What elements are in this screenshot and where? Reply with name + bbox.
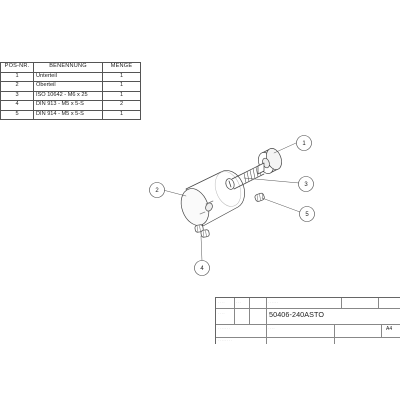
balloon-4: 4 — [194, 260, 210, 276]
tb-placeholder: · · · · — [218, 300, 225, 304]
drawing-number: 50406-240ASTO — [269, 310, 325, 319]
part-unterteil — [257, 148, 282, 175]
balloon-label: 5 — [305, 212, 309, 218]
tb-placeholder: · · · — [236, 300, 241, 304]
tb-placeholder: · · · · — [268, 326, 275, 330]
sheet-format: A4 — [386, 326, 393, 332]
parts-list-header: POS-NR. BENENNUNG MENGE — [0, 62, 141, 73]
row-qty: 1 — [102, 109, 141, 120]
parts-list-table: POS-NR. BENENNUNG MENGE 1 Unterteil 1 2 … — [0, 62, 141, 120]
leader-lines — [162, 142, 301, 262]
balloon-2: 2 — [149, 182, 165, 198]
balloon-label: 4 — [200, 266, 204, 272]
balloon-1: 1 — [296, 135, 312, 151]
tb-placeholder: · · · · — [218, 311, 225, 315]
tb-placeholder: · · · · · · — [268, 300, 279, 304]
balloon-label: 2 — [155, 188, 159, 194]
balloon-label: 1 — [302, 141, 306, 147]
part-grub-screw-din914 — [254, 192, 265, 202]
balloon-3: 3 — [298, 176, 314, 192]
tb-placeholder: · · · · · · · · — [218, 338, 232, 342]
part-grub-screws-din913 — [194, 224, 210, 238]
balloon-5: 5 — [299, 206, 315, 222]
table-row: 5 DIN 914 - M5 x 5-S 1 — [0, 109, 141, 120]
balloon-label: 3 — [304, 182, 308, 188]
tb-placeholder: · · · · · · · — [218, 326, 230, 330]
title-block: · · · · · · · · · · · · · · · · · · · · … — [215, 297, 400, 344]
